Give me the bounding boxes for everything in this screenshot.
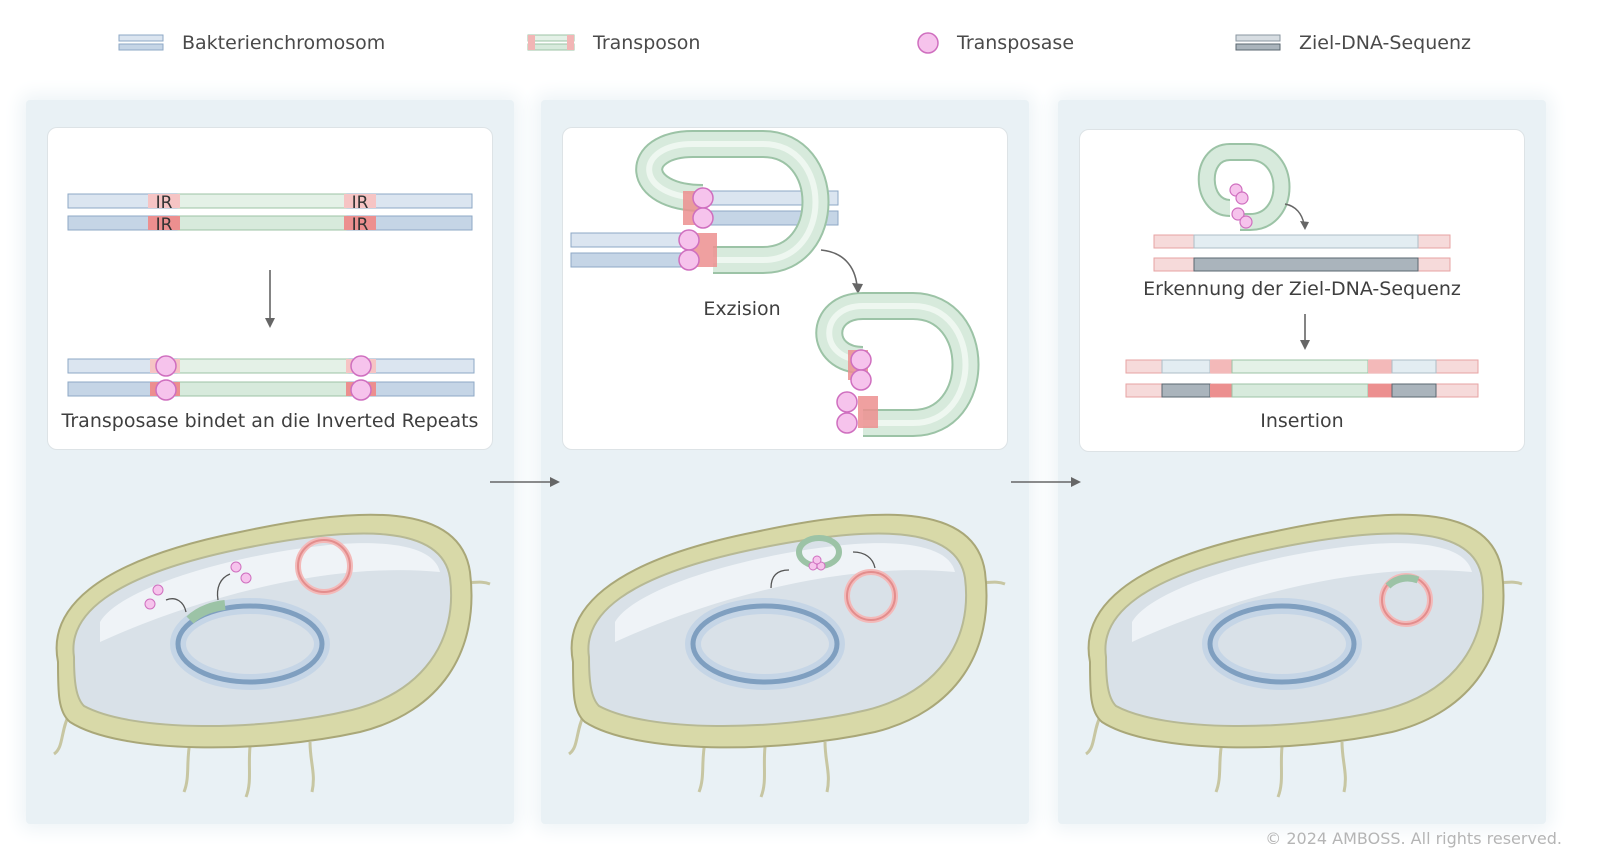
step-3-label: Insertion: [1260, 410, 1344, 432]
legend-target-label: Ziel-DNA-Sequenz: [1299, 32, 1471, 54]
step-1-dna-diagram: IR IR IR IR: [67, 193, 475, 401]
step-1-label: Transposase bindet an die Inverted Repea…: [61, 410, 479, 432]
chromosome-swatch-icon: [118, 34, 164, 51]
step-3-recognition-label: Erkennung der Ziel-DNA-Sequenz: [1143, 278, 1461, 300]
copyright-notice: © 2024 AMBOSS. All rights reserved.: [1265, 829, 1562, 848]
step-3-card: Erkennung der Ziel-DNA-Sequenz Insertion: [1079, 129, 1525, 452]
bacterium-2-illustration: [567, 513, 1006, 798]
legend-chromosome: Bakterienchromosom: [118, 32, 385, 54]
legend-transposase-label: Transposase: [957, 32, 1075, 54]
legend-transposon: Transposon: [527, 32, 700, 54]
flow-arrow-1-icon: [490, 477, 560, 487]
step-3-insertion-diagram: [1125, 143, 1479, 398]
target-swatch-icon: [1235, 34, 1281, 51]
step-1-card: IR IR IR IR Transposase bindet an die In…: [47, 127, 493, 450]
ir-label: IR: [352, 193, 369, 213]
legend-chromosome-label: Bakterienchromosom: [182, 32, 386, 54]
legend: Bakterienchromosom Transposon Transposas…: [0, 0, 1600, 100]
transposase-swatch-icon: [917, 32, 939, 54]
ir-label: IR: [156, 215, 173, 235]
legend-target: Ziel-DNA-Sequenz: [1235, 32, 1471, 54]
ir-label: IR: [156, 193, 173, 213]
bacterium-3-illustration: [1084, 513, 1523, 798]
step-2-excision-diagram: [570, 130, 980, 437]
flow-arrow-2-icon: [1011, 477, 1081, 487]
legend-transposase: Transposase: [917, 32, 1074, 54]
transposon-swatch-icon: [527, 34, 575, 51]
legend-transposon-label: Transposon: [593, 32, 701, 54]
step-2-card: Exzision: [562, 127, 1008, 450]
step-2-label: Exzision: [703, 298, 781, 320]
ir-label: IR: [352, 215, 369, 235]
bacterium-1-illustration: [52, 513, 491, 798]
